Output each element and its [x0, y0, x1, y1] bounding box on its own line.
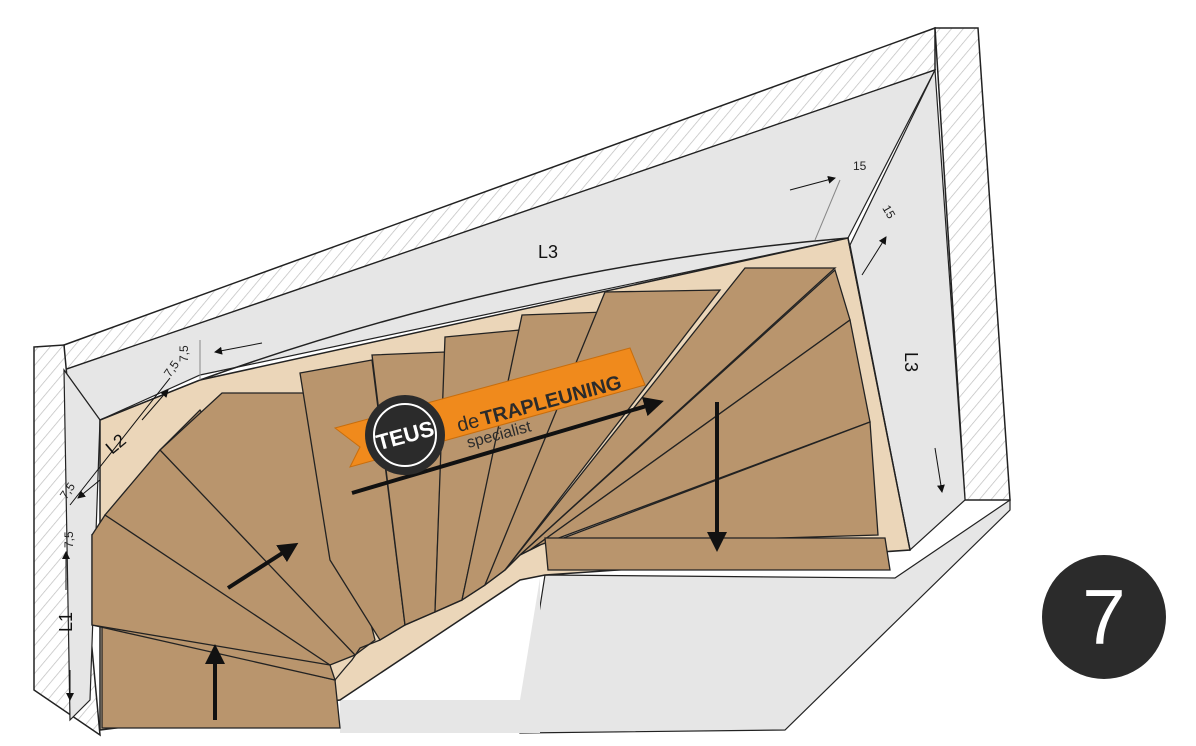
- walls: [33, 26, 1011, 737]
- tread-nosing-edges: [334, 544, 541, 681]
- dim-15-top: 15: [853, 159, 867, 173]
- stringer-curve: [199, 237, 849, 381]
- walk-direction: [205, 396, 727, 720]
- label-l1: L1: [56, 612, 76, 632]
- dim-7-5-left-arrow: [141, 389, 169, 421]
- tread-4: [104, 408, 356, 666]
- step-number-badge: 7: [1042, 555, 1166, 679]
- dim-right-lower-arrow: [934, 447, 945, 493]
- dim-7-5-top: 7,5: [177, 345, 191, 362]
- dim-15-right-arrow: [861, 236, 887, 276]
- landing-side-face: [340, 578, 540, 733]
- dim-15-top-arrow: [789, 175, 836, 191]
- dim-15-right: 15: [879, 203, 898, 222]
- walk-arrow-2: [226, 542, 299, 590]
- walk-arrow-3: [351, 396, 664, 495]
- left-wall-face: [63, 368, 101, 722]
- label-l3-top: L3: [538, 242, 558, 262]
- label-l3-right: L3: [901, 352, 921, 372]
- dim-l2-line: [69, 377, 171, 506]
- seal-icon: TEUS: [365, 395, 445, 475]
- landing-tread: [544, 537, 891, 571]
- dim-7-5-top-arrow: [214, 342, 263, 355]
- dim-l2-arrow: [77, 479, 101, 499]
- dim-7-5-lower: 7,5: [62, 531, 76, 548]
